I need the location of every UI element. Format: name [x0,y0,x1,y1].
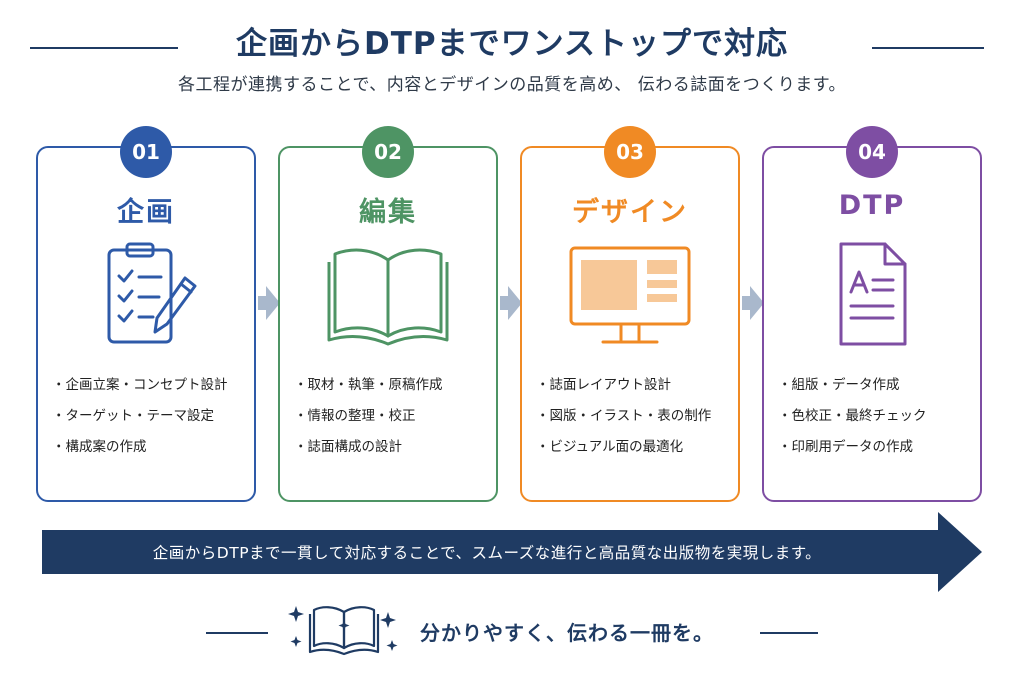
step-task-list: 誌面レイアウト設計 図版・イラスト・表の制作 ビジュアル面の最適化 [536,370,712,463]
step-arrow-icon [742,286,764,320]
open-book-icon [327,248,449,346]
list-item: ターゲット・テーマ設定 [52,401,228,432]
process-banner-arrow [42,512,982,592]
step-arrow-icon [500,286,522,320]
step-title: デザイン [572,197,688,228]
step-card-dtp: 04 DTP 組版・データ作成 色校正・最終チェック 印刷用データの作成 [762,126,982,502]
list-item: 誌面レイアウト設計 [536,370,711,401]
clipboard-checklist-pencil-icon [107,242,197,344]
list-item: 情報の整理・校正 [294,401,443,432]
title-divider-left [30,47,178,49]
banner-text: 企画からDTPまで一貫して対応することで、スムーズな進行と高品質な出版物を実現し… [152,544,822,562]
step-task-list: 企画立案・コンセプト設計 ターゲット・テーマ設定 構成案の作成 [52,370,228,463]
step-card-planning: 01 企画 企画立案・コンセプト設計 ターゲット・テーマ設定 構成案の作成 [36,126,256,502]
step-task-list: 組版・データ作成 色校正・最終チェック 印刷用データの作成 [778,370,927,463]
footer-divider-right [760,632,818,634]
list-item: 色校正・最終チェック [778,401,927,432]
step-title: 編集 [359,197,417,228]
list-item: 企画立案・コンセプト設計 [52,370,228,401]
page-title: 企画からDTPまでワンストップで対応 [236,26,788,62]
step-number-badge: 04 [846,126,898,178]
step-number-badge: 02 [362,126,414,178]
title-divider-right [872,47,984,49]
footer-divider-left [206,632,268,634]
monitor-layout-icon [569,246,691,344]
list-item: 組版・データ作成 [778,370,927,401]
document-text-icon [839,242,907,346]
list-item: 構成案の作成 [52,432,228,463]
list-item: 誌面構成の設計 [294,432,443,463]
step-card-design: 03 デザイン 誌面レイアウト設計 図版・イラスト・表の制作 ビジュアル面の最適… [520,126,740,502]
list-item: 図版・イラスト・表の制作 [536,401,712,432]
step-number-badge: 01 [120,126,172,178]
step-number-badge: 03 [604,126,656,178]
footer-tagline: 分かりやすく、伝わる一冊を。 [420,621,714,645]
step-title: 企画 [117,197,175,228]
step-task-list: 取材・執筆・原稿作成 情報の整理・校正 誌面構成の設計 [294,370,443,463]
sparkle-book-icon [288,606,398,656]
list-item: 印刷用データの作成 [778,432,927,463]
page-subtitle: 各工程が連携することで、内容とデザインの品質を高め、 伝わる誌面をつくります。 [177,75,846,95]
step-card-editing: 02 編集 取材・執筆・原稿作成 情報の整理・校正 誌面構成の設計 [278,126,498,502]
list-item: ビジュアル面の最適化 [536,432,711,463]
step-title: DTP [838,190,906,221]
header: 企画からDTPまでワンストップで対応 [0,18,1024,62]
list-item: 取材・執筆・原稿作成 [294,370,443,401]
step-arrow-icon [258,286,280,320]
